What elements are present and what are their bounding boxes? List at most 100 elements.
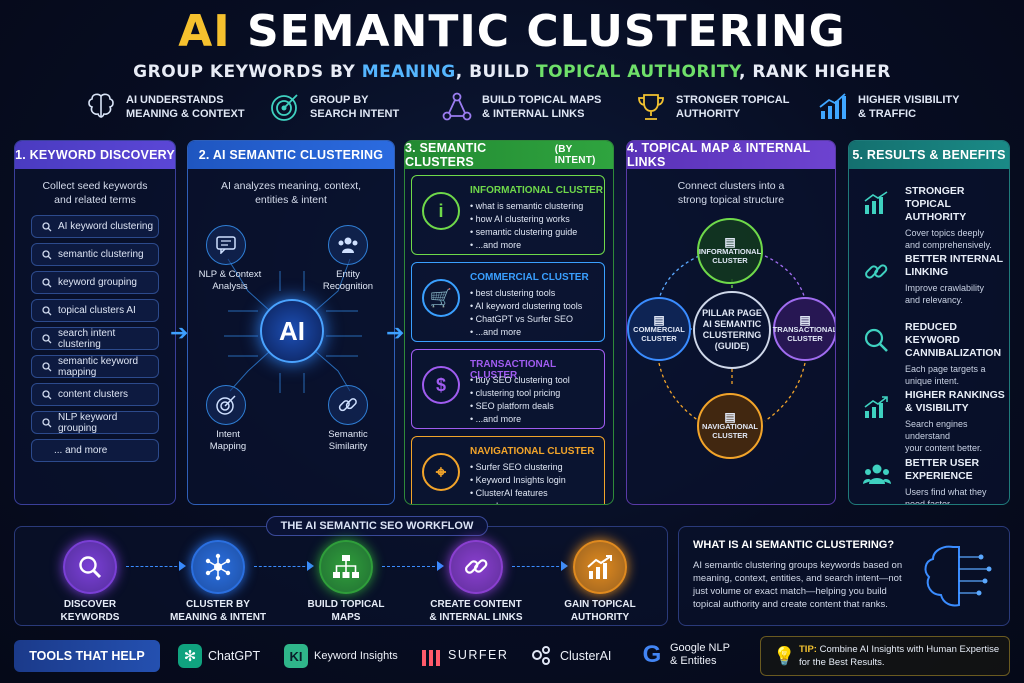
- node-line: CLUSTERING: [702, 330, 762, 340]
- workflow-arrow: [382, 561, 444, 571]
- keyword-text: NLP keyword grouping: [58, 411, 118, 434]
- brain-circuit-icon: [924, 545, 992, 607]
- result-desc-line: Improve crawlability: [905, 283, 985, 293]
- tool-name: ChatGPT: [208, 649, 261, 663]
- keyword-item: NLP keyword grouping: [31, 411, 159, 434]
- result-title-line: REDUCED KEYWORD: [905, 321, 960, 346]
- feature-line: AI UNDERSTANDS: [126, 94, 224, 106]
- desc-line: and related terms: [54, 194, 136, 206]
- workflow-step-line: AUTHORITY: [570, 612, 630, 623]
- workflow-step-line: CREATE CONTENT: [430, 599, 522, 610]
- node-line: AI SEMANTIC: [702, 319, 762, 329]
- chat-icon: [206, 225, 246, 265]
- cluster-item: ClusterAI features: [470, 487, 566, 500]
- target-icon: [268, 90, 302, 124]
- desc-line: Connect clusters into a: [677, 180, 785, 192]
- keyword-item: AI keyword clustering: [31, 215, 159, 238]
- clusterai-icon: [530, 644, 554, 668]
- cluster-item: semantic clustering guide: [470, 226, 583, 239]
- tool-clusterai: ClusterAI: [530, 644, 611, 668]
- arrow-head-icon: [437, 561, 444, 571]
- brain-icon: [84, 90, 118, 124]
- result-desc-line: Users find what they: [905, 487, 987, 497]
- keyword-text: topical clusters AI: [58, 305, 136, 316]
- workflow-arrow: [512, 561, 568, 571]
- result-title-line: & VISIBILITY: [905, 402, 969, 414]
- what-is-line: just volume or exact match—helping you b…: [693, 586, 887, 597]
- surfer-icon: [420, 644, 442, 666]
- keyword-text: AI keyword clustering: [58, 221, 154, 232]
- keyword-item: topical clusters AI: [31, 299, 159, 322]
- feature-line: AUTHORITY: [676, 108, 741, 120]
- trend-up-icon: [863, 395, 889, 424]
- people-icon: [328, 225, 368, 265]
- desc-line: entities & intent: [255, 194, 327, 206]
- what-is-line: topical authority and create content tha…: [693, 599, 888, 610]
- cluster-item: ChatGPT vs Surfer SEO: [470, 313, 582, 326]
- feature-line: HIGHER VISIBILITY: [858, 94, 960, 106]
- lightbulb-icon: 💡: [773, 646, 796, 666]
- node-line: CLUSTER: [787, 333, 823, 343]
- node-line: COMMERCIAL: [633, 324, 685, 334]
- search-icon: [42, 361, 52, 371]
- cluster-title: NAVIGATIONAL CLUSTER: [470, 446, 595, 457]
- google-icon: G: [642, 641, 662, 668]
- node-line: NLP & Context: [198, 269, 262, 280]
- keyword-discovery-panel: 1. KEYWORD DISCOVERY Collect seed keywor…: [14, 140, 176, 505]
- tools-label: TOOLS THAT HELP: [14, 640, 160, 672]
- tool-name: SURFER: [448, 648, 509, 662]
- what-is-line: meaning, context, entities, and search i…: [693, 573, 902, 584]
- node-line: Similarity: [328, 441, 368, 452]
- workflow-step-line: CLUSTER BY: [186, 599, 250, 610]
- col1-header: 1. KEYWORD DISCOVERY: [15, 141, 175, 169]
- workflow-step-label: CREATE CONTENT & INTERNAL LINKS: [416, 598, 536, 624]
- tool-name: & Entities: [670, 655, 717, 667]
- workflow-step-line: BUILD TOPICAL: [307, 599, 385, 610]
- what-is-title: WHAT IS AI SEMANTIC CLUSTERING?: [693, 539, 895, 551]
- workflow-step-line: & INTERNAL LINKS: [429, 612, 523, 623]
- node-line: CLUSTER: [712, 430, 748, 440]
- col3-head-small: (BY INTENT): [554, 144, 596, 166]
- node-line: INFORMATIONAL: [698, 246, 762, 256]
- feature-visibility: HIGHER VISIBILITY& TRAFFIC: [816, 88, 959, 126]
- ai-core: AI: [260, 299, 324, 363]
- node-line: PILLAR PAGE: [702, 308, 762, 318]
- tool-google-nlp: G Google NLP& Entities: [640, 641, 730, 669]
- cluster-item: what is semantic clustering: [470, 200, 584, 213]
- cluster-items: what is semantic clusteringhow AI cluste…: [470, 200, 584, 252]
- workflow-arrow: [126, 561, 186, 571]
- page-subtitle: GROUP KEYWORDS BY MEANING, BUILD TOPICAL…: [0, 62, 1024, 82]
- chart-icon: [863, 191, 889, 220]
- tip-line: for the Best Results.: [799, 657, 885, 668]
- result-title-line: CANNIBALIZATION: [905, 347, 1002, 359]
- cluster-item: ...and more: [470, 500, 566, 504]
- cluster-item: clustering tool pricing: [470, 387, 570, 400]
- node-line: Recognition: [322, 281, 374, 292]
- cluster-item: Surfer SEO clustering: [470, 461, 566, 474]
- ai-clustering-panel: 2. AI SEMANTIC CLUSTERING AI analyzes me…: [187, 140, 395, 505]
- tool-chatgpt: ✻ ChatGPT: [178, 644, 260, 668]
- cluster-item: Keyword Insights login: [470, 474, 566, 487]
- search-icon: [42, 417, 52, 427]
- desc-line: Collect seed keywords: [42, 180, 148, 192]
- tip-label: TIP:: [799, 644, 817, 655]
- result-title-line: HIGHER RANKINGS: [905, 389, 1005, 401]
- arrow-head-icon: [561, 561, 568, 571]
- desc-line: AI analyzes meaning, context,: [220, 180, 362, 192]
